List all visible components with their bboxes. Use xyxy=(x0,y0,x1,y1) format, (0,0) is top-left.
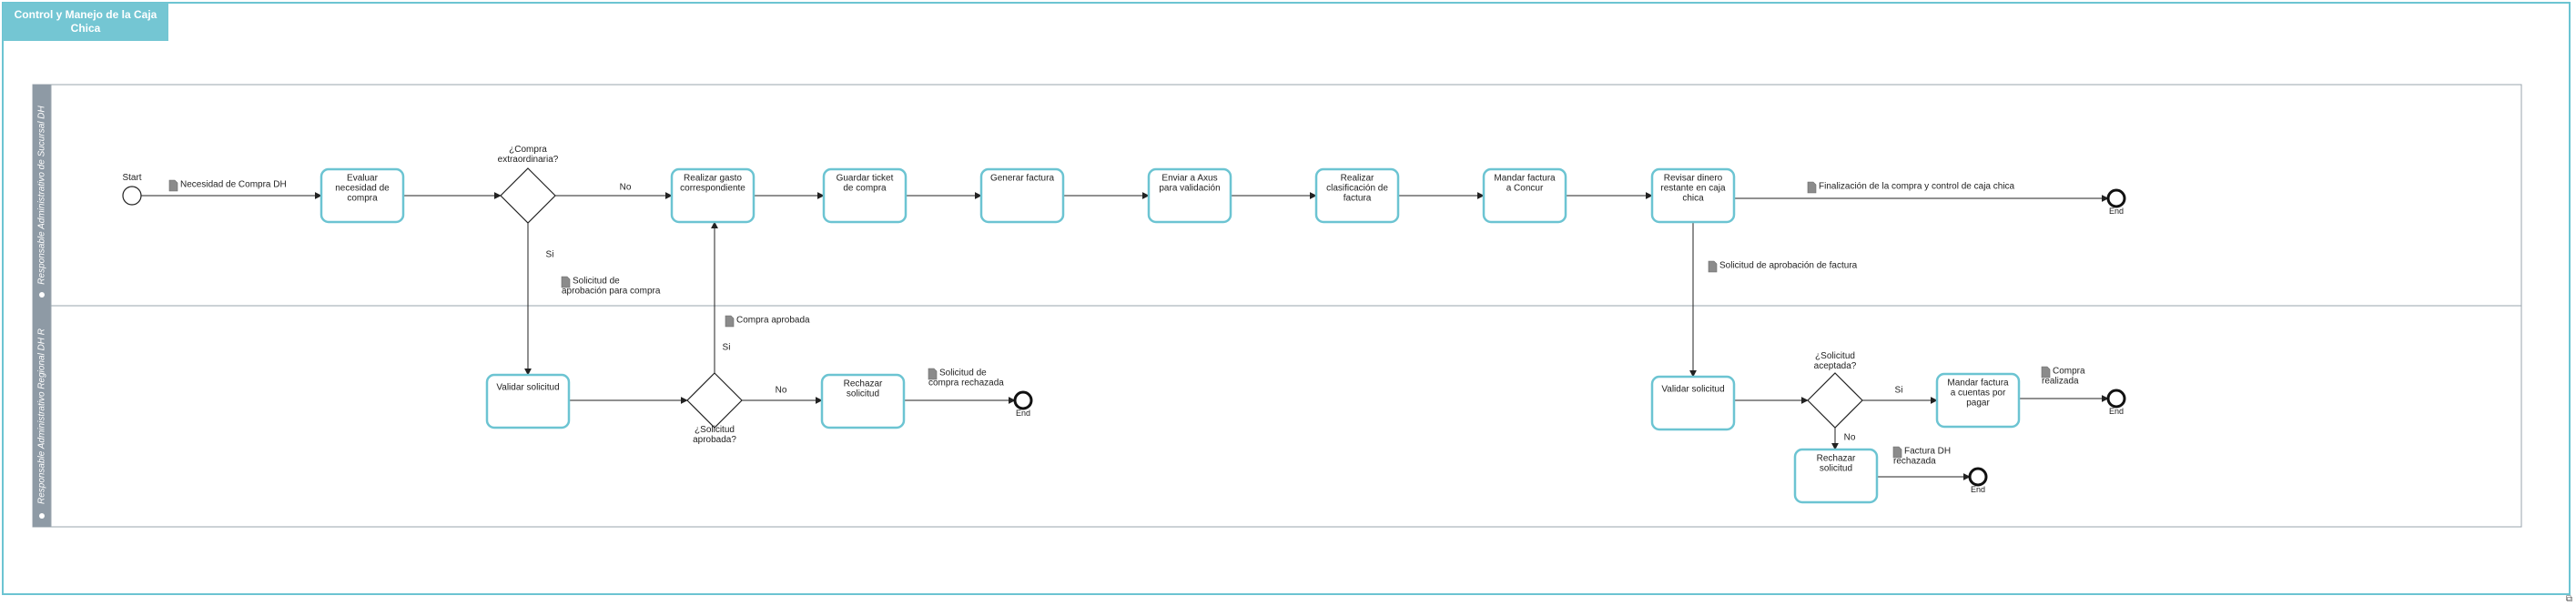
lane-user-icon xyxy=(39,513,45,519)
task-label: de compra xyxy=(843,184,887,194)
task-label: compra xyxy=(347,194,378,204)
task-label: Realizar xyxy=(1341,174,1374,184)
end-event-end3[interactable] xyxy=(2106,389,2126,409)
lane-2 xyxy=(50,305,2522,528)
data-object-label: Compra xyxy=(2053,367,2085,377)
task-label: Realizar gasto xyxy=(684,174,742,184)
edge-label-no-extra: No xyxy=(620,183,632,193)
task-t-clasif[interactable] xyxy=(1314,167,1400,224)
lane-user-icon xyxy=(39,292,45,298)
document-icon xyxy=(725,315,735,328)
task-label: chica xyxy=(1682,194,1704,204)
task-t-evaluar[interactable] xyxy=(319,167,405,224)
task-label: restante en caja xyxy=(1660,184,1726,194)
data-object-label: Necesidad de Compra DH xyxy=(180,180,287,190)
lane-header-2 xyxy=(33,306,51,527)
gateway-label: aceptada? xyxy=(1814,361,1857,371)
task-t-pagar[interactable] xyxy=(1935,372,2021,429)
gateway-label: aprobada? xyxy=(693,435,736,445)
task-label: Mandar factura xyxy=(1947,379,2009,389)
task-t-enviar[interactable] xyxy=(1147,167,1232,224)
task-label: pagar xyxy=(1966,399,1990,409)
document-icon xyxy=(1708,260,1718,273)
end-label: End xyxy=(1971,485,1985,494)
task-label: Mandar factura xyxy=(1494,174,1556,184)
task-t-validar2[interactable] xyxy=(1650,375,1736,431)
task-t-rechazar1[interactable] xyxy=(820,373,906,429)
end-label: End xyxy=(2109,207,2124,216)
document-icon xyxy=(928,368,938,380)
document-icon xyxy=(561,276,571,288)
data-object-label: Solicitud de aprobación de factura xyxy=(1719,261,1858,271)
task-label: Validar solicitud xyxy=(496,383,559,393)
task-label: solicitud xyxy=(847,389,879,399)
gateway-label: ¿Compra xyxy=(509,145,547,155)
edge-label-no-acept: No xyxy=(1844,433,1856,443)
start-event[interactable] xyxy=(122,186,142,206)
task-label: Rechazar xyxy=(844,379,883,389)
lane-header-1 xyxy=(33,85,51,306)
task-label: correspondiente xyxy=(680,184,745,194)
task-t-rechazar2[interactable] xyxy=(1793,448,1879,504)
task-t-validar1[interactable] xyxy=(485,373,571,429)
data-object-label: Solicitud de xyxy=(939,369,987,379)
task-label: Guardar ticket xyxy=(837,174,894,184)
edge-label-si-acept: Si xyxy=(1895,386,1903,396)
task-t-realizar[interactable] xyxy=(670,167,756,224)
data-object-label: Factura DH xyxy=(1904,447,1951,457)
edge-label-si-extra: Si xyxy=(546,250,554,260)
gateway-label: extraordinaria? xyxy=(498,155,559,165)
task-label: a cuentas por xyxy=(1951,389,2006,399)
edge-label-si-aprob: Si xyxy=(723,343,731,353)
task-label: Revisar dinero xyxy=(1664,174,1723,184)
task-label: Evaluar xyxy=(347,174,379,184)
gateway-label: ¿Solicitud xyxy=(695,425,735,435)
edge-label-no-aprob: No xyxy=(776,386,787,396)
task-label: Generar factura xyxy=(990,174,1054,184)
task-label: para validación xyxy=(1159,184,1220,194)
data-object-label: Finalización de la compra y control de c… xyxy=(1819,182,2015,192)
end-event-end1[interactable] xyxy=(2106,188,2126,208)
end-label: End xyxy=(2109,407,2124,416)
task-label: Validar solicitud xyxy=(1661,385,1724,395)
resize-corner-icon[interactable]: ⧉ xyxy=(2565,594,2572,604)
task-label: solicitud xyxy=(1820,464,1852,474)
data-object-label: realizada xyxy=(2042,377,2079,387)
task-label: a Concur xyxy=(1506,184,1544,194)
task-t-guardar[interactable] xyxy=(822,167,908,224)
data-object-label: aprobación para compra xyxy=(562,287,661,297)
task-label: Enviar a Axus xyxy=(1161,174,1217,184)
end-event-end4[interactable] xyxy=(1968,467,1988,487)
data-object-label: rechazada xyxy=(1893,457,1936,467)
document-icon xyxy=(1807,181,1817,194)
gateway-label: ¿Solicitud xyxy=(1815,351,1855,361)
end-event-end2[interactable] xyxy=(1013,390,1033,410)
gateway-g-extra[interactable] xyxy=(500,167,556,224)
document-icon xyxy=(168,179,178,192)
task-label: necesidad de xyxy=(335,184,390,194)
end-label: End xyxy=(1016,409,1030,418)
data-object-label: Solicitud de xyxy=(573,277,620,287)
diagram-title: Control y Manejo de la Caja Chica xyxy=(3,3,168,41)
task-t-revisar[interactable] xyxy=(1650,167,1736,224)
data-object-label: Compra aprobada xyxy=(736,316,810,326)
start-label: Start xyxy=(122,173,141,183)
gateway-g-aprob[interactable] xyxy=(686,372,743,429)
task-label: clasificación de xyxy=(1326,184,1388,194)
task-label: Rechazar xyxy=(1817,454,1856,464)
gateway-g-acept[interactable] xyxy=(1807,372,1863,429)
document-icon xyxy=(2041,366,2051,379)
task-t-concur[interactable] xyxy=(1482,167,1567,224)
task-label: factura xyxy=(1344,194,1372,204)
lane-label-1: Responsable Administrativo de Sucursal D… xyxy=(37,106,47,285)
task-t-generar[interactable] xyxy=(979,167,1065,224)
data-object-label: compra rechazada xyxy=(928,379,1004,389)
document-icon xyxy=(1892,446,1902,459)
lane-label-2: Responsable Administrativo Regional DH R xyxy=(37,328,47,504)
